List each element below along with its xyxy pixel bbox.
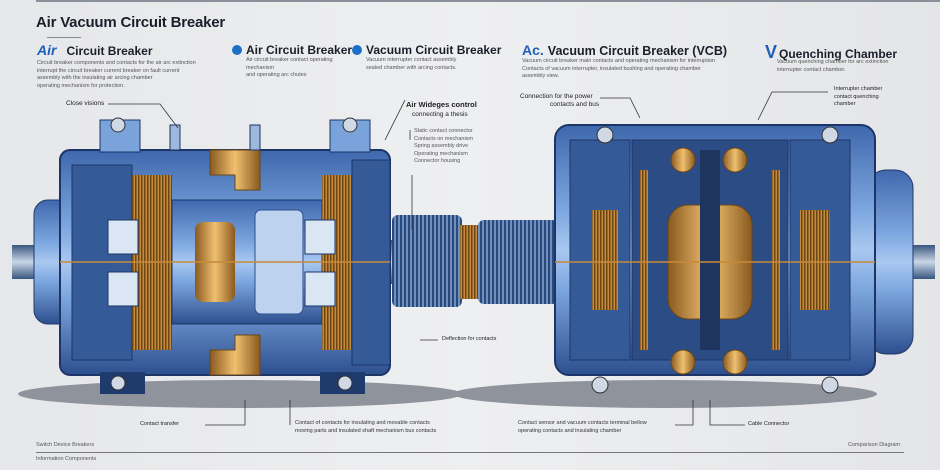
list-item: Static contact connector [414,128,473,134]
page-title: Air Vacuum Circuit Breaker [36,14,226,31]
desc-line: interrupt the circuit breaker current br… [37,67,180,74]
v-logo: V [765,42,778,62]
desc-line: assembly with the insulating air arcing … [37,75,153,81]
quench-line: Interrupter chamber [834,86,883,92]
list-item: Spring assembly drive [414,143,469,149]
bullet-dot [232,45,242,55]
label-air-control: Air Wideges control [406,100,477,109]
desc-line: Contacts of vacuum interrupter, insulate… [522,65,701,72]
label-close-view: Close visions [66,100,105,107]
callout-line: Contact of contacts for insulating and m… [295,420,430,426]
desc-line: assembly view. [522,73,559,79]
leader-lines [108,91,828,426]
section-vcb: Ac.Vacuum Circuit Breaker (VCB) Vacuum c… [522,42,752,81]
quench-line: contact quenching [834,93,879,100]
label-contact-transfer: Contact transfer [140,421,180,427]
desc-line: Vacuum interrupter contact assembly [366,57,457,63]
title-underline [47,37,81,38]
label-air-control-sub: connecting a thesis [412,111,468,118]
section-title: Quenching Chamber [779,47,898,61]
shadow-right [453,380,877,408]
desc-line: interrupter contact chamber. [777,66,846,73]
desc-line: operating mechanism for protection. [37,82,125,89]
label-bottom-right: Contact sensor and vacuum contacts termi… [518,420,647,435]
list-item: Contacts on mechanism [414,135,473,142]
coil-spring-left [392,215,462,307]
label-cable-connector: Cable Connector [748,421,790,427]
footer-rule [36,452,904,453]
desc-line: and operating arc chutes [246,72,307,78]
section-title: Vacuum Circuit Breaker [366,43,502,57]
section-air-circuit-breaker: Air Circuit Breaker Air circuit breaker … [232,43,352,80]
desc-line: Vacuum circuit breaker main contacts and… [522,58,716,64]
ac-logo: Ac. [522,42,544,58]
desc-line: sealed chamber with arcing contacts. [366,64,457,71]
shadow-left [18,380,462,408]
footer-note: Information Components [36,456,97,462]
footer-left: Switch Device Breakers [36,442,95,448]
list-item: Operating mechanism [414,150,468,157]
section-title: Vacuum Circuit Breaker (VCB) [547,44,728,58]
top-rule [36,0,940,2]
footer-right: Comparison Diagram [848,442,900,448]
air-circuit-breaker-assembly [12,117,391,394]
section-circuit-breaker: Air Circuit Breaker Circuit breaker compo… [37,42,212,90]
section-title: Air Circuit Breaker [246,43,353,57]
callout-line: moving parts and insulated shaft mechani… [295,427,437,434]
vacuum-circuit-breaker-assembly [554,124,935,394]
desc-line: Vacuum quenching chamber for arc extinct… [777,59,889,65]
desc-line: Circuit breaker components and contacts … [37,60,196,66]
label-quench: Interrupter chamber contact quenching ch… [834,86,882,109]
air-control-list: Static contact connector Contacts on mec… [414,128,473,166]
desc-line: Air circuit breaker contact operating me… [246,57,333,71]
callout-line: Contact sensor and vacuum contacts termi… [518,420,647,426]
bullet-dot [352,45,362,55]
center-gear [460,225,478,299]
label-bottom-mid: Contact of contacts for insulating and m… [295,420,436,435]
label-mid: Deflection for contacts [442,336,497,342]
list-item: Connector housing [414,158,461,164]
callout-line: operating contacts and insulating chambe… [518,427,622,434]
coil-spring-right [478,220,558,304]
section-title: Circuit Breaker [66,44,153,58]
label-connection: Connection for the power [520,93,593,100]
label-connection-sub: contacts and bus [550,101,600,108]
air-logo: Air [37,42,57,58]
quench-line: chamber [834,101,856,107]
section-vacuum-circuit-breaker: Vacuum Circuit Breaker Vacuum interrupte… [352,43,501,72]
